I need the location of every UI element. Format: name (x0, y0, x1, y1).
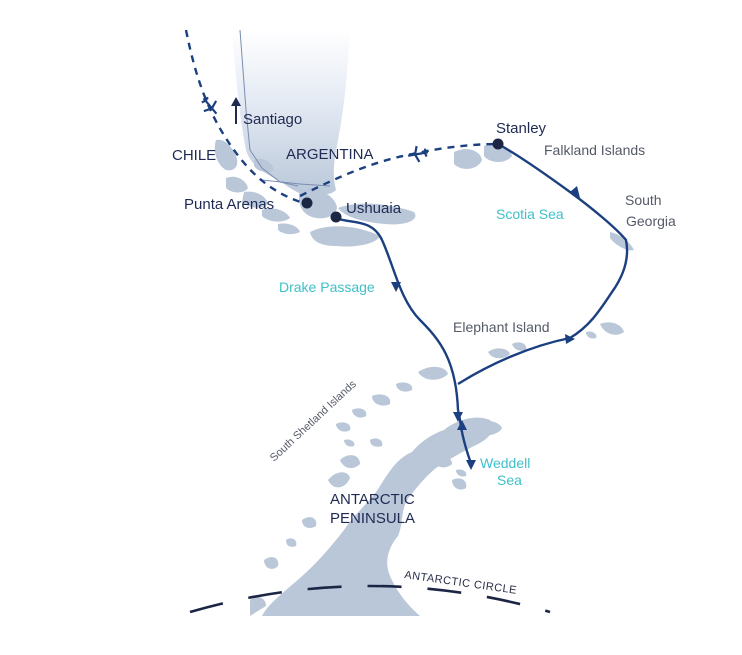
strait-border (261, 179, 331, 187)
route-arrow-icon (570, 186, 580, 198)
label-south-georgia-line1: South (625, 192, 662, 208)
label-weddell-sea-line2: Sea (497, 472, 522, 488)
route-arrow-icon (457, 420, 467, 430)
label-santiago: Santiago (243, 111, 302, 128)
label-south-shetland-islands: South Shetland Islands (268, 378, 359, 464)
stop-stanley (492, 138, 504, 150)
route-arrow-icon (466, 460, 476, 470)
label-ushuaia: Ushuaia (346, 200, 402, 217)
antarctic-peninsula-landmass (250, 417, 502, 616)
route-arrow-icon (453, 412, 463, 422)
label-weddell-sea-line1: Weddell (480, 455, 530, 471)
ship-route-loop (457, 142, 629, 386)
label-falkland-islands: Falkland Islands (544, 142, 645, 158)
stop-punta-arenas (301, 197, 313, 209)
flight-route-santiago-punta-arenas (184, 29, 308, 206)
label-antarctic-peninsula-line1: ANTARCTIC (330, 491, 415, 508)
stop-ushuaia (330, 211, 342, 223)
label-antarctic-peninsula-line2: PENINSULA (330, 510, 415, 527)
label-stanley: Stanley (496, 120, 547, 137)
label-scotia-sea: Scotia Sea (496, 206, 564, 222)
elephant-island-group (488, 322, 624, 359)
label-chile: CHILE (172, 147, 216, 164)
route-arrow-icon (565, 334, 575, 344)
label-drake-passage: Drake Passage (279, 279, 375, 295)
south-shetland-islands-landmass (336, 366, 448, 447)
label-argentina: ARGENTINA (286, 146, 374, 163)
label-south-georgia-line2: Georgia (626, 213, 676, 229)
south-america-landmass (214, 30, 416, 247)
north-arrow-icon (231, 97, 241, 124)
label-punta-arenas: Punta Arenas (184, 196, 274, 213)
ship-route-drake-passage (335, 216, 460, 411)
airplane-icon (407, 145, 429, 163)
airplane-icon (201, 96, 218, 115)
antarctic-circle-line (189, 584, 551, 614)
route-arrow-icon (391, 282, 401, 292)
label-elephant-island: Elephant Island (453, 319, 550, 335)
